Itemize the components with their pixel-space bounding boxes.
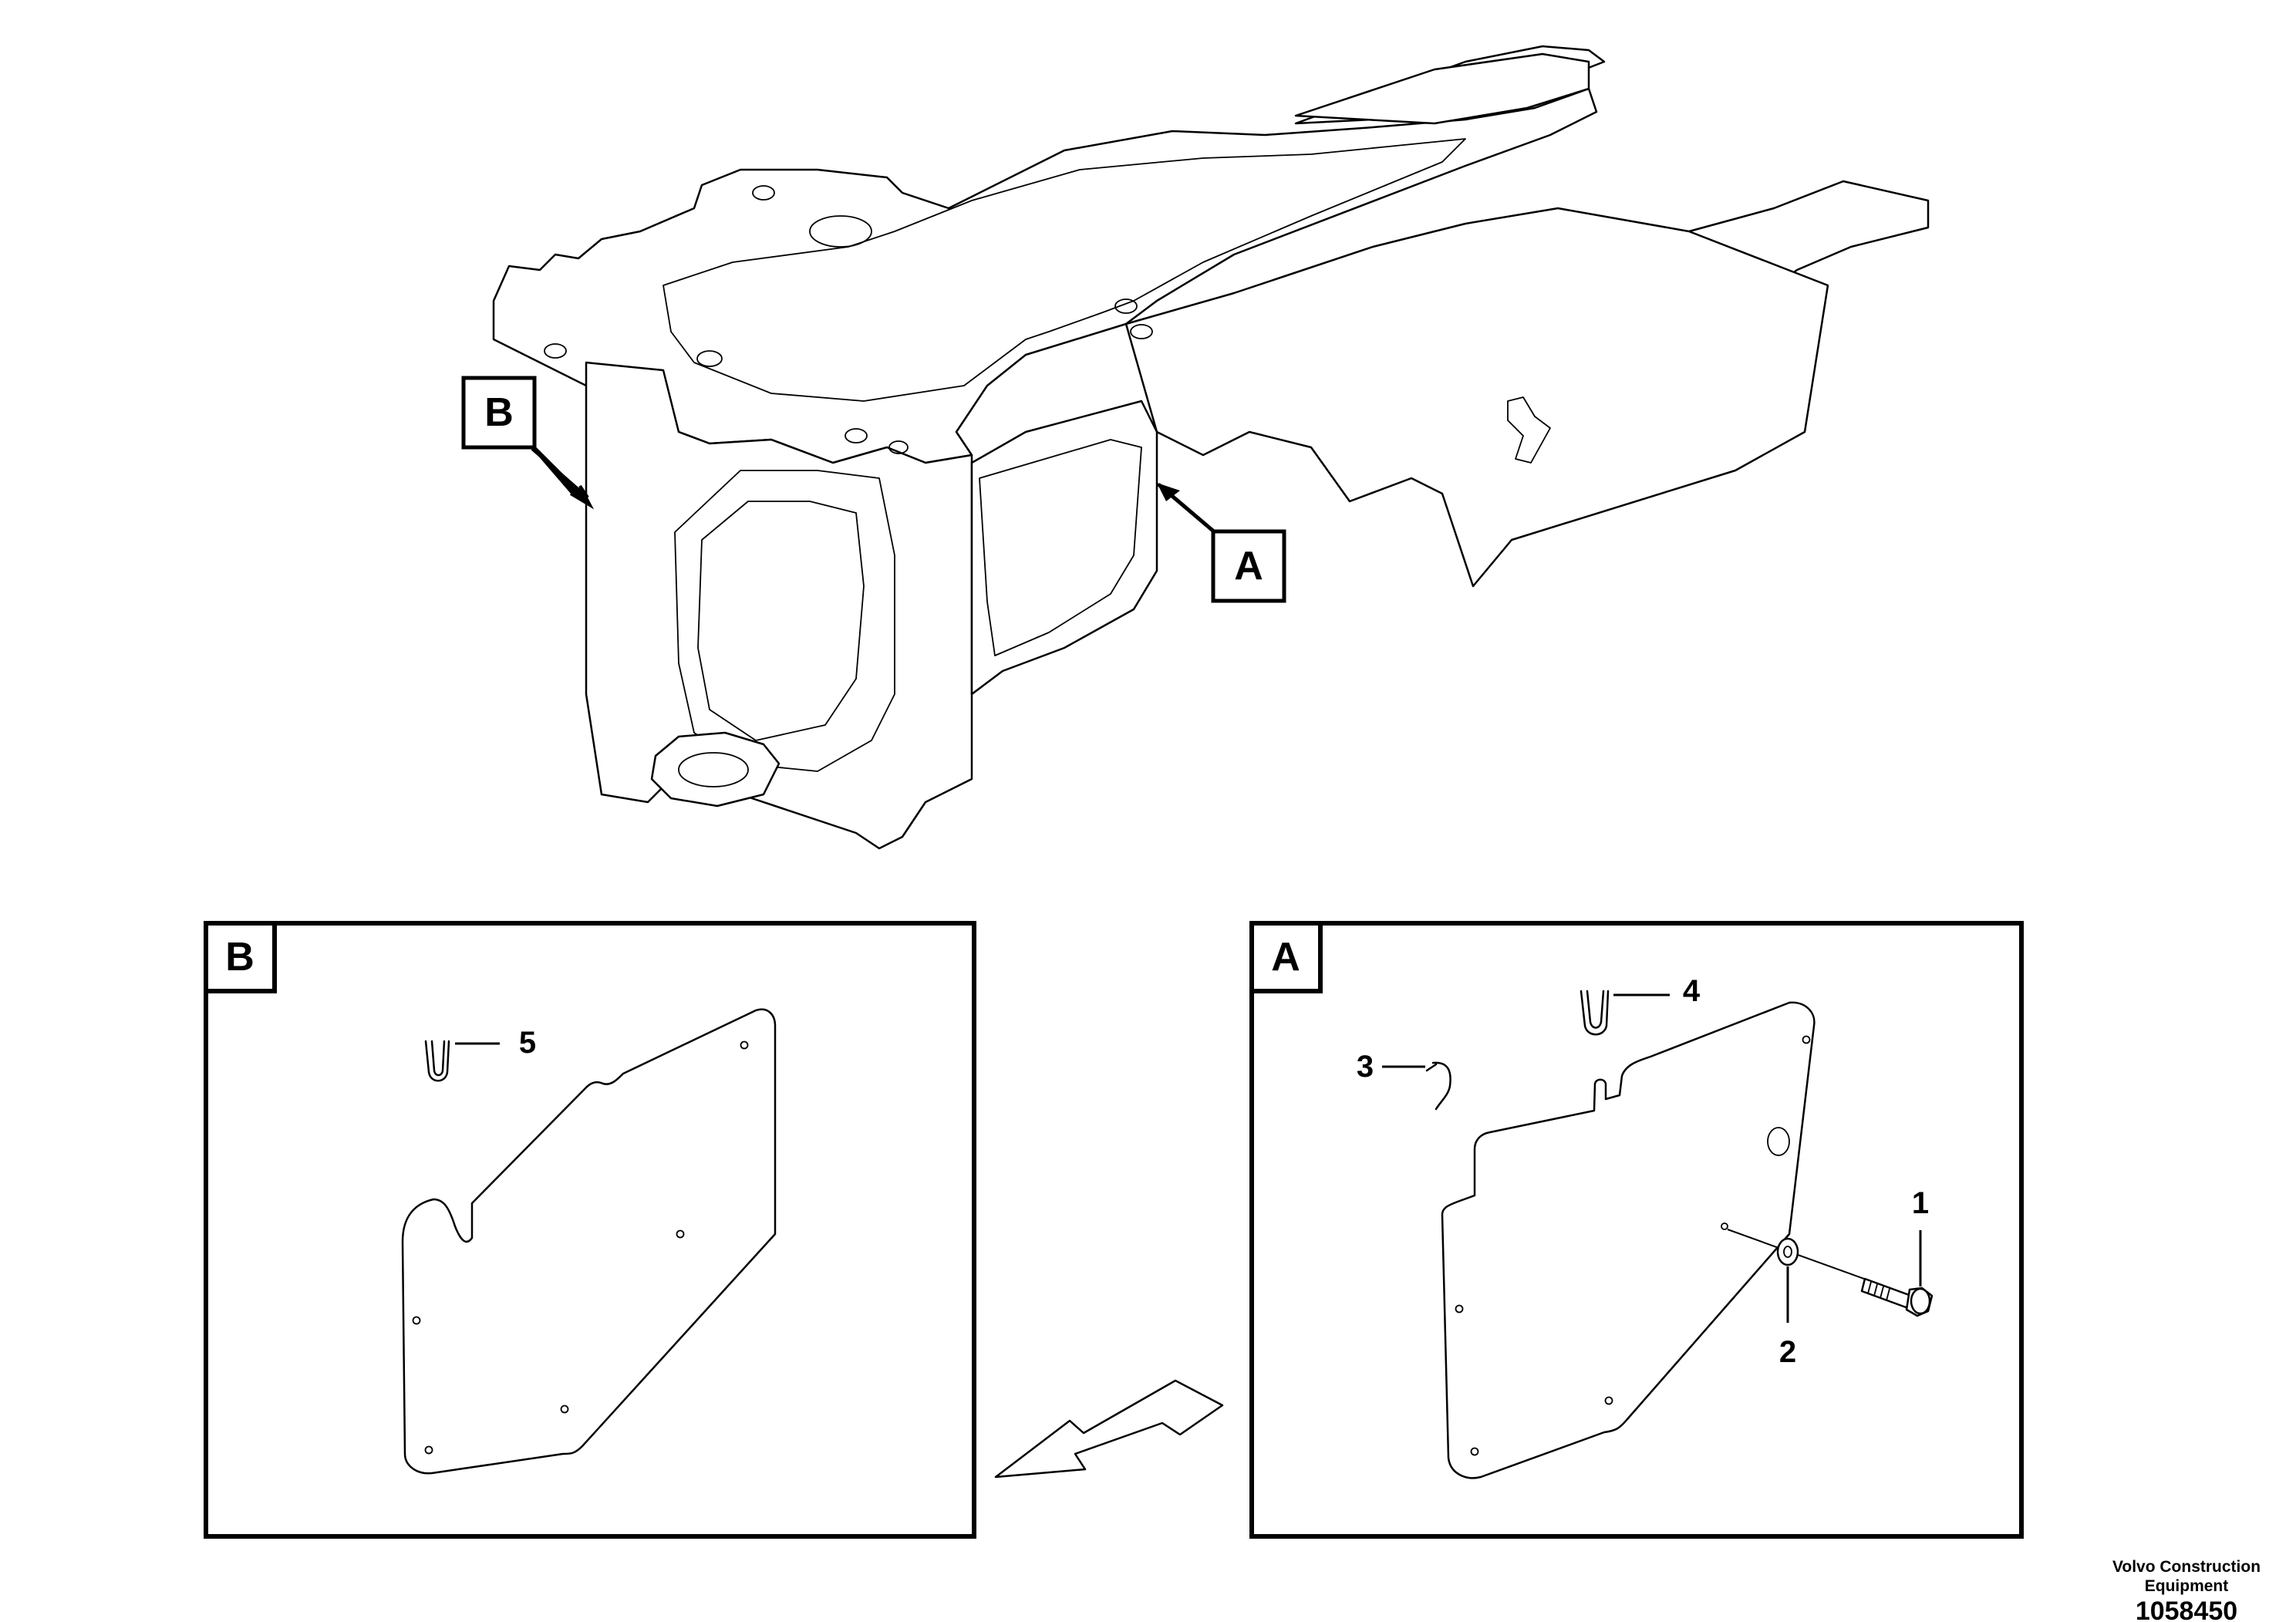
detail-a-label: A xyxy=(1271,935,1300,980)
callout-b-frame: B xyxy=(461,376,595,510)
callout-a-label: A xyxy=(1234,544,1263,588)
frame-illustration xyxy=(492,45,1930,850)
frame-bottom-boss xyxy=(650,731,781,808)
washer-icon xyxy=(1776,1237,1799,1266)
doc-number: 1058450 xyxy=(2136,1597,2237,1622)
detail-a-hole xyxy=(1802,1035,1811,1044)
frame-front-face xyxy=(585,361,973,850)
part-3-label: 3 xyxy=(1357,1050,1374,1084)
detail-b-label: B xyxy=(225,935,255,980)
clip-side-icon xyxy=(1425,1061,1451,1111)
frame-front-opening-inner xyxy=(697,501,865,741)
frame-boss-bore xyxy=(678,752,749,787)
direction-arrow-icon xyxy=(994,1379,1224,1479)
part-2-label: 2 xyxy=(1779,1335,1796,1369)
part-4-label: 4 xyxy=(1683,974,1701,1008)
frame-center-panel xyxy=(979,439,1142,656)
detail-b-hole xyxy=(412,1316,421,1325)
detail-b-hole xyxy=(560,1404,569,1414)
frame-side-wall xyxy=(1124,207,1829,588)
detail-b-hole xyxy=(676,1229,685,1239)
callout-a-frame: A xyxy=(1157,483,1286,603)
clip-icon xyxy=(1580,990,1610,1036)
part-1-label: 1 xyxy=(1912,1186,1929,1220)
footer-brand: Volvo Construction Equipment 1058450 xyxy=(2112,1558,2261,1622)
detail-a-hole xyxy=(1470,1447,1479,1456)
detail-a-hole xyxy=(1455,1304,1464,1313)
frame-front-opening xyxy=(674,470,895,772)
bolt-icon xyxy=(1860,1277,1934,1317)
detail-a-cover-plate xyxy=(1441,1001,1816,1479)
detail-a-large-hole xyxy=(1767,1127,1790,1156)
brand-line-1: Volvo Construction xyxy=(2112,1558,2261,1576)
frame-side-hook xyxy=(1507,396,1551,464)
washer-bore xyxy=(1783,1246,1792,1258)
frame-rear-top-plate xyxy=(1294,52,1590,125)
part-5-label: 5 xyxy=(519,1026,536,1060)
frame-deck-holes xyxy=(544,185,1153,454)
detail-a-panel: A 4 3 2 1 xyxy=(1249,921,2024,1539)
frame-deck-opening xyxy=(663,138,1466,402)
frame-center-channel xyxy=(970,400,1158,696)
detail-b-panel: B 5 xyxy=(204,921,976,1539)
clip-icon xyxy=(424,1040,450,1082)
detail-b-cover-plate xyxy=(401,1008,777,1475)
brand-line-2: Equipment xyxy=(2145,1577,2229,1595)
detail-a-bolt-hole xyxy=(1721,1222,1728,1230)
detail-a-hole xyxy=(1604,1396,1613,1405)
detail-b-hole xyxy=(740,1040,749,1050)
detail-b-hole xyxy=(424,1445,433,1455)
callout-b-label: B xyxy=(484,390,514,435)
